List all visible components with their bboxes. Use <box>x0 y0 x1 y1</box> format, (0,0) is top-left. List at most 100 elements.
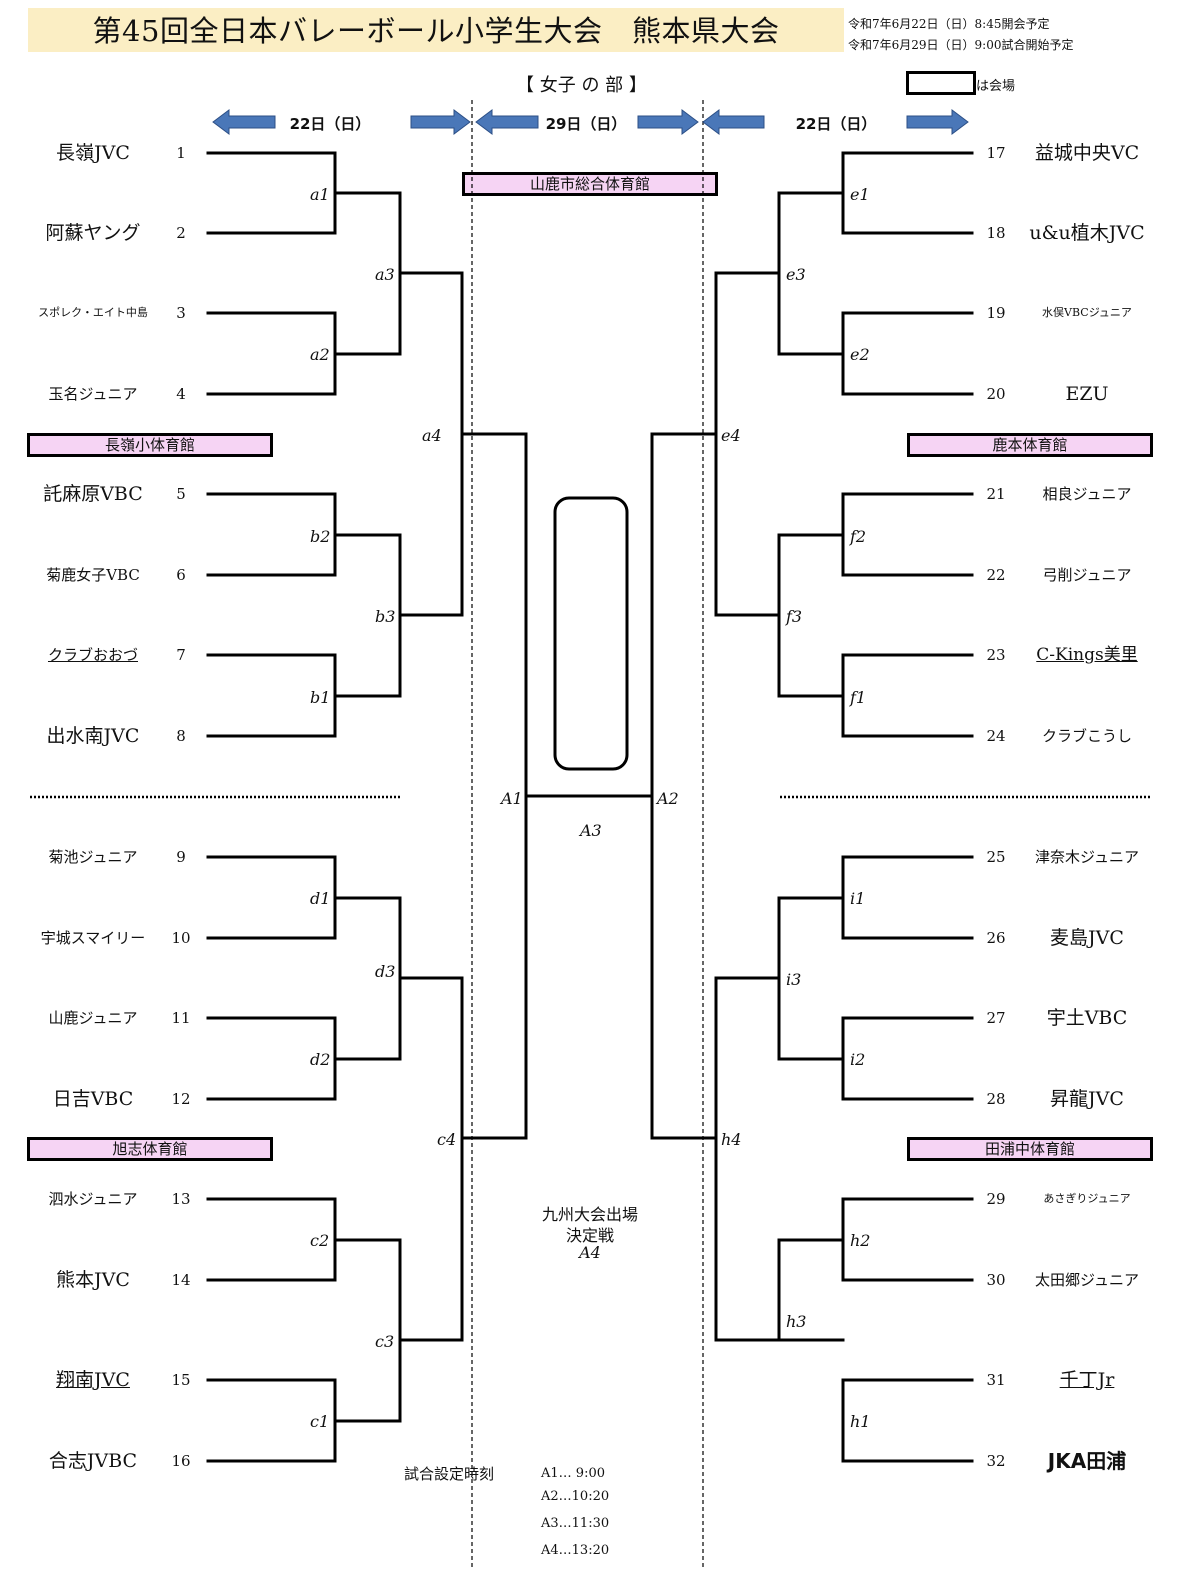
team-seed: 15 <box>171 1371 191 1389</box>
team-name: EZU <box>1065 383 1109 405</box>
team-seed: 29 <box>986 1190 1006 1208</box>
team-name: 出水南JVC <box>46 725 140 747</box>
team-seed: 6 <box>176 566 186 584</box>
team-name: 宇城スマイリー <box>40 929 146 947</box>
venue-e: 鹿本体育館 <box>907 433 1153 457</box>
team-name: 千丁Jr <box>1059 1369 1115 1391</box>
team-name: JKA田浦 <box>1047 1449 1127 1473</box>
schedule-a3: A3…11:30 <box>541 1516 610 1531</box>
team-seed: 25 <box>986 848 1006 866</box>
match-label-a3: a3 <box>375 265 395 284</box>
team-seed: 31 <box>986 1371 1006 1389</box>
team-seed: 8 <box>176 727 186 745</box>
bracket-h3 <box>777 1238 845 1342</box>
schedule-title: 試合設定時刻 <box>404 1465 495 1483</box>
venue-legend-box <box>906 71 976 95</box>
team-seed: 9 <box>176 848 186 866</box>
bracket-A1 <box>460 432 528 1140</box>
team-name: 玉名ジュニア <box>48 385 138 403</box>
team-seed: 21 <box>986 485 1006 503</box>
match-label-d2: d2 <box>310 1050 331 1069</box>
team-name: 合志JVBC <box>48 1450 138 1472</box>
team-seed: 20 <box>986 385 1006 403</box>
day-label-left: 22日（日） <box>289 115 371 133</box>
team-seed: 14 <box>171 1271 191 1289</box>
team-seed: 7 <box>176 646 186 664</box>
team-name: 菊池ジュニア <box>48 848 138 866</box>
kyushu-line-3: A4 <box>579 1243 601 1262</box>
arrow-right-3 <box>906 109 969 135</box>
bracket-e4 <box>714 271 781 617</box>
team-seed: 24 <box>986 727 1006 745</box>
team-seed: 27 <box>986 1009 1006 1027</box>
team-seed: 13 <box>171 1190 191 1208</box>
match-label-h2: h2 <box>850 1231 871 1250</box>
team-seed: 10 <box>171 929 191 947</box>
team-name: 泗水ジュニア <box>48 1190 138 1208</box>
team-seed: 1 <box>176 144 186 162</box>
match-label-f2: f2 <box>850 527 867 546</box>
team-seed: 28 <box>986 1090 1006 1108</box>
match-label-i1: i1 <box>850 889 866 908</box>
team-name: 熊本JVC <box>56 1269 130 1291</box>
bracket-A2 <box>650 432 718 1140</box>
arrow-left-3 <box>702 109 765 135</box>
venue-center: 山鹿市総合体育館 <box>462 172 718 196</box>
match-label-d3: d3 <box>375 962 396 981</box>
venue-legend-text: は会場 <box>976 79 1016 94</box>
match-label-b2: b2 <box>310 527 331 546</box>
team-seed: 19 <box>986 304 1006 322</box>
arrow-left-1 <box>212 109 276 135</box>
date-note-1: 令和7年6月22日（日）8:45開会予定 <box>848 17 1050 31</box>
date-note-2: 令和7年6月29日（日）9:00試合開始予定 <box>848 38 1074 52</box>
team-name: 山鹿ジュニア <box>48 1009 138 1027</box>
match-label-a4: a4 <box>422 426 442 445</box>
match-label-b3: b3 <box>375 607 396 626</box>
team-seed: 17 <box>986 144 1006 162</box>
arrow-right-2 <box>637 109 699 135</box>
match-label-c2: c2 <box>310 1231 330 1250</box>
team-seed: 23 <box>986 646 1006 664</box>
team-seed: 32 <box>986 1452 1006 1470</box>
match-label-A3: A3 <box>580 821 602 840</box>
match-label-e2: e2 <box>850 345 870 364</box>
bracket-a4 <box>398 271 464 617</box>
team-name: C-Kings美里 <box>1036 645 1138 665</box>
team-name: 水俣VBCジュニア <box>1042 306 1132 319</box>
team-name: 益城中央VC <box>1034 142 1140 164</box>
match-label-b1: b1 <box>310 688 331 707</box>
bracket-c4 <box>398 976 464 1342</box>
team-name: 弓削ジュニア <box>1042 566 1132 584</box>
match-label-h1: h1 <box>850 1412 871 1431</box>
match-label-i3: i3 <box>786 970 802 989</box>
match-label-A1: A1 <box>501 789 523 808</box>
team-seed: 30 <box>986 1271 1006 1289</box>
match-label-e1: e1 <box>850 185 870 204</box>
team-name: 太田郷ジュニア <box>1035 1271 1139 1289</box>
venue-c: 旭志体育館 <box>27 1137 273 1161</box>
title-background <box>28 8 844 52</box>
team-seed: 18 <box>986 224 1006 242</box>
arrow-right-1 <box>410 109 471 135</box>
day-label-right: 22日（日） <box>795 115 877 133</box>
match-label-c3: c3 <box>375 1332 395 1351</box>
team-name: クラブこうし <box>1041 727 1132 745</box>
match-label-e4: e4 <box>721 426 741 445</box>
team-name: 麦島JVC <box>1050 927 1124 949</box>
match-label-c1: c1 <box>310 1412 330 1431</box>
team-name: あさぎりジュニア <box>1043 1192 1131 1205</box>
schedule-a4: A4…13:20 <box>541 1543 610 1558</box>
team-name: 日吉VBC <box>52 1088 134 1110</box>
team-seed: 5 <box>176 485 186 503</box>
kyushu-line-1: 九州大会出場 <box>541 1205 638 1224</box>
team-seed: 16 <box>171 1452 191 1470</box>
team-seed: 4 <box>176 385 186 403</box>
team-seed: 12 <box>171 1090 191 1108</box>
team-seed: 22 <box>986 566 1006 584</box>
team-seed: 3 <box>176 304 186 322</box>
arrow-left-2 <box>475 109 539 135</box>
final-box <box>553 496 629 771</box>
kyushu-line-2: 決定戦 <box>565 1226 614 1245</box>
match-label-a2: a2 <box>310 345 330 364</box>
